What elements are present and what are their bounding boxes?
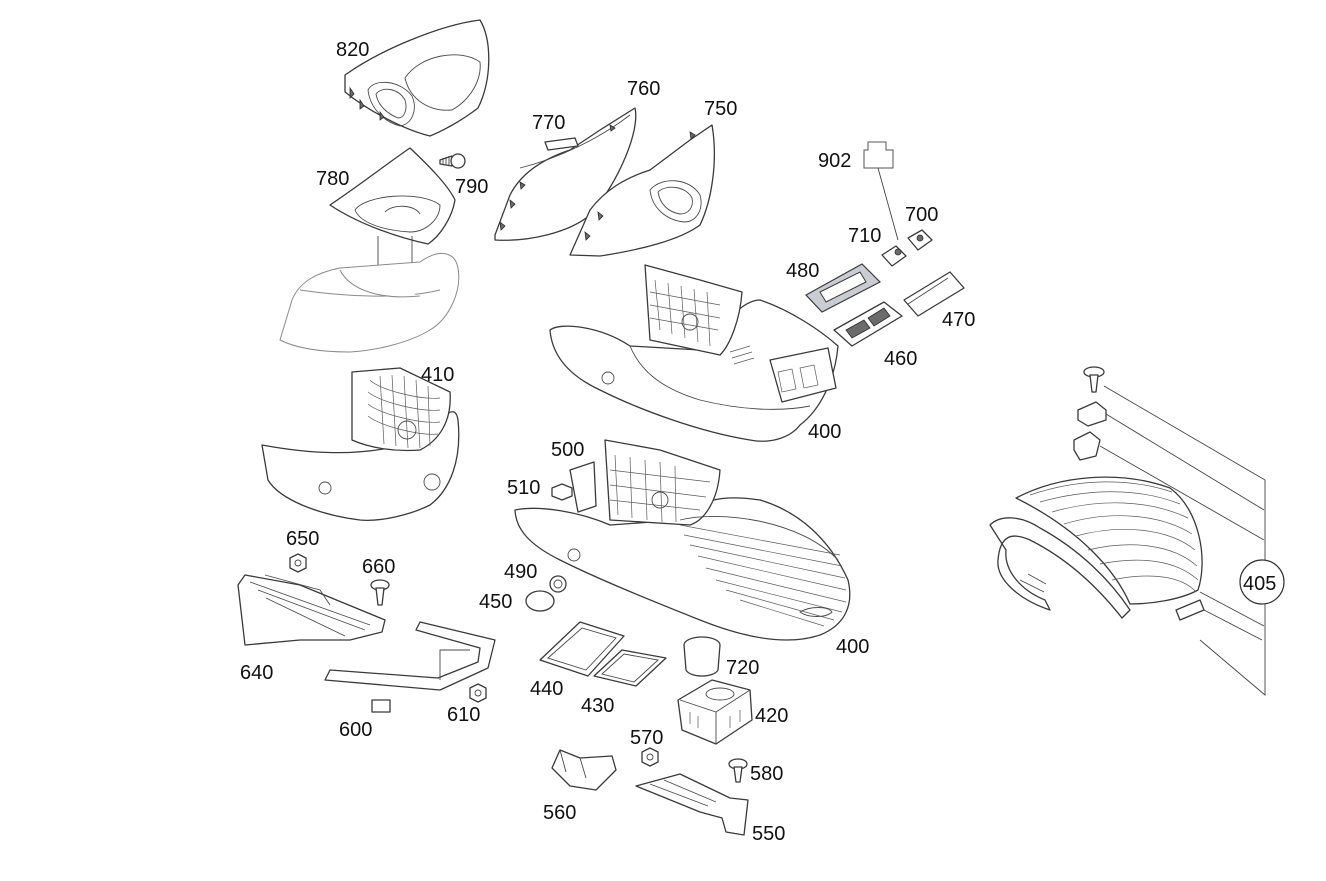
callout-510: 510	[507, 477, 540, 499]
callout-410: 410	[421, 364, 454, 386]
part-650-nut	[289, 553, 307, 573]
part-480-frame	[805, 263, 882, 313]
callout-820: 820	[336, 39, 369, 61]
callout-460: 460	[884, 348, 917, 370]
callout-560: 560	[543, 802, 576, 824]
callout-600: 600	[339, 719, 372, 741]
part-420-cupholder-box	[677, 679, 753, 745]
part-710-socket	[881, 245, 907, 267]
callout-580: 580	[750, 763, 783, 785]
callout-710: 710	[848, 225, 881, 247]
part-510-clip	[551, 483, 573, 501]
part-720-cup	[683, 636, 721, 677]
part-700-socket	[907, 229, 933, 251]
part-400-console-lower	[514, 439, 851, 641]
part-470-cover	[903, 271, 965, 317]
part-410-rear-housing	[261, 367, 460, 521]
callout-500: 500	[551, 439, 584, 461]
part-660-screw	[370, 579, 390, 606]
part-570-nut	[641, 747, 659, 767]
callout-470: 470	[942, 309, 975, 331]
callout-790: 790	[455, 176, 488, 198]
part-902-connector	[863, 141, 899, 241]
part-750-right-panel	[569, 124, 716, 257]
callout-720: 720	[726, 657, 759, 679]
part-790-screw	[439, 153, 466, 169]
callout-610: 610	[447, 704, 480, 726]
part-430-mat	[593, 649, 667, 687]
callout-490: 490	[504, 561, 537, 583]
part-820-upper-bezel	[344, 19, 490, 137]
part-780-lower-housing	[279, 253, 460, 353]
callout-450: 450	[479, 591, 512, 613]
callout-640: 640	[240, 662, 273, 684]
callout-760: 760	[627, 78, 660, 100]
callout-902: 902	[818, 150, 851, 172]
callout-405: 405	[1243, 573, 1276, 595]
part-780-cupholder-insert	[329, 147, 456, 277]
part-550-mechanism	[635, 773, 749, 836]
part-460-switch-bezel	[833, 301, 903, 347]
part-405-roller-cover	[989, 366, 1285, 696]
part-600-crossbar	[324, 621, 496, 713]
callout-400-lower: 400	[836, 636, 869, 658]
part-560-latch	[551, 749, 617, 791]
part-500-cover	[569, 461, 597, 513]
callout-650: 650	[286, 528, 319, 550]
part-760-left-panel	[494, 107, 637, 241]
callout-700: 700	[905, 204, 938, 226]
part-580-screw	[728, 758, 748, 783]
callout-480: 480	[786, 260, 819, 282]
callout-550: 550	[752, 823, 785, 845]
callout-780: 780	[316, 168, 349, 190]
callout-570: 570	[630, 727, 663, 749]
part-640-bracket	[237, 574, 386, 646]
part-770-label	[544, 137, 579, 151]
callout-420: 420	[755, 705, 788, 727]
part-450-cap	[525, 590, 555, 612]
part-610-nut	[469, 683, 487, 703]
part-490-grommet	[549, 575, 567, 593]
callout-430: 430	[581, 695, 614, 717]
part-400-console-upper	[549, 264, 839, 442]
callout-770: 770	[532, 112, 565, 134]
callout-660: 660	[362, 556, 395, 578]
part-440-mat	[539, 621, 625, 677]
callout-400-upper: 400	[808, 421, 841, 443]
callout-440: 440	[530, 678, 563, 700]
callout-750: 750	[704, 98, 737, 120]
